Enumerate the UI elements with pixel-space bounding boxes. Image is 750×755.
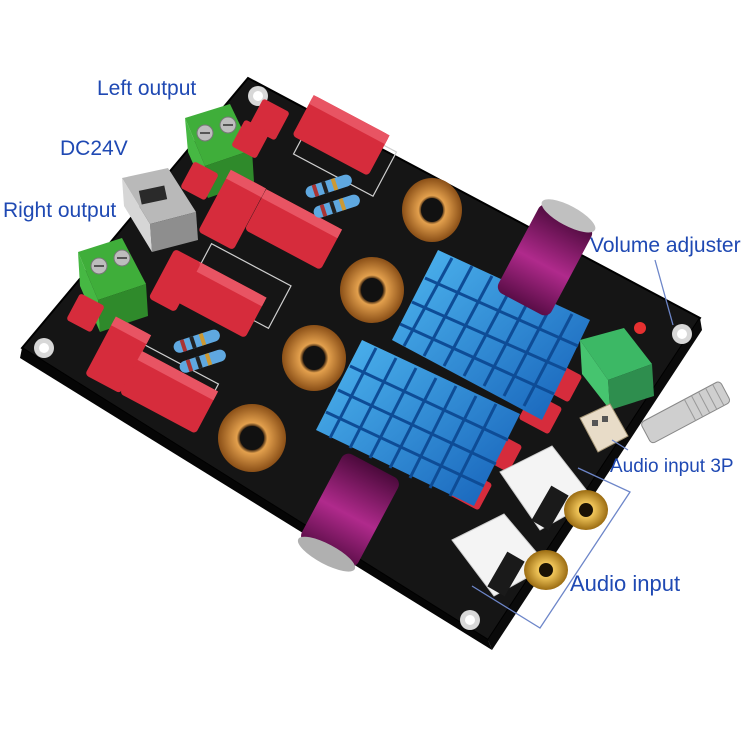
- callout-lines: [471, 259, 674, 629]
- electrolytic-capacitor-bottom: [297, 453, 399, 572]
- left-output-label: Left output: [97, 77, 197, 100]
- heatsink-lower: [316, 340, 520, 506]
- audio-input-3p-label: Audio input 3P: [610, 456, 734, 477]
- audio-input-label: Audio input: [570, 571, 681, 596]
- led-indicator: [634, 322, 646, 334]
- volume-potentiometer: [580, 328, 731, 444]
- electrolytic-capacitor-top: [497, 199, 596, 316]
- dc-jack: [122, 168, 198, 252]
- rca-jacks: [451, 445, 608, 597]
- volume-adjuster-label: Volume adjuster: [590, 234, 741, 257]
- dc24v-label: DC24V: [60, 137, 128, 160]
- toroid-inductors: [218, 178, 462, 472]
- resistors: [173, 174, 360, 373]
- heatsink-upper: [392, 250, 590, 420]
- audio-3p-header: [579, 403, 629, 453]
- right-output-label: Right output: [3, 199, 117, 222]
